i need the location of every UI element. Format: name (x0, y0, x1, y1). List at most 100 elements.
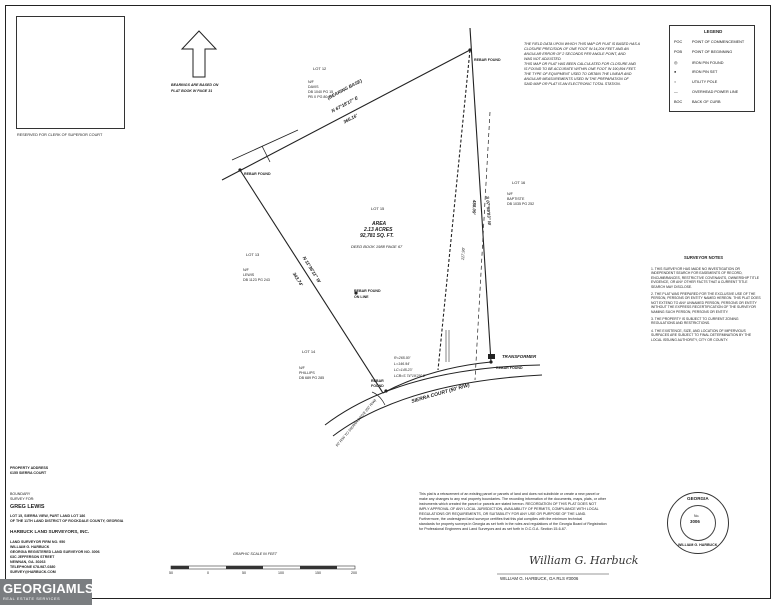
bearings-note-line1: BEARINGS ARE BASED ON (171, 83, 219, 87)
surveyor-line: LAND SURVEYOR FIRM NO. 950 (10, 540, 66, 544)
clerk-reserved-box (16, 16, 125, 129)
scale-tick: 50 (242, 571, 246, 575)
rebar-found-online-label-2: ON LINE (354, 295, 369, 299)
surveyor-notes: 1. THIS SURVEYOR HAS MADE NO INVESTIGATI… (651, 267, 761, 342)
south-curve-line (382, 361, 492, 394)
bearings-note-line2: PLAT BOOK W PAGE 31 (171, 89, 213, 93)
surveyor-line: 63C JEFFERSON STREET (10, 555, 55, 559)
lot16-label: LOT 16 (512, 180, 526, 185)
area-acres: 2.13 ACRES (364, 227, 393, 233)
surveyor-note: 3. THE PROPERTY IS SUBJECT TO CURRENT ZO… (651, 317, 739, 326)
lot12-line-a (231, 129, 299, 161)
surveyor-note: 4. THE EXISTENCE, SIZE, AND LOCATION OF … (651, 328, 752, 342)
scale-tick: 0 (207, 571, 209, 575)
rebar-bottom-left-label-2: FOUND (371, 384, 384, 388)
iron-pin-found-bottom-right-icon (489, 360, 493, 364)
logo-brand: GEORGIAMLS (3, 581, 94, 596)
east-distance-label: 488.09' (471, 199, 477, 215)
clerk-box-label: RESERVED FOR CLERK OF SUPERIOR COURT (17, 133, 103, 137)
rebar-found-left-label: REBAR FOUND (244, 172, 271, 176)
area-sqft: 92,781 SQ. FT. (360, 233, 394, 239)
seal-no: No. (694, 514, 700, 518)
boundary-desc-1: LOT 15, SIERRA VIEW, PART LAND LOT 186 (10, 514, 86, 518)
east-distance-2-label: 117.90' (460, 247, 466, 261)
lot12-label: LOT 12 (313, 66, 327, 71)
area-deed: DEED BOOK 1988 PAGE 67 (351, 244, 403, 249)
east-boundary-line (469, 27, 492, 363)
curve-lc: LC=145.23' (394, 368, 413, 372)
rebar-found-online-label-1: REBAR FOUND (354, 289, 381, 293)
surveyor-line: TELEPHONE 678-987-0380 (10, 565, 56, 569)
georgia-mls-logo: GEORGIAMLS REAL ESTATE SERVICES (0, 579, 94, 605)
scale-tick: 200 (351, 571, 357, 575)
iron-pin-found-online-icon (354, 291, 358, 295)
curve-lcb: LCB=S 74°19'29" E (394, 374, 426, 378)
surveyor-line: GEORGIA REGISTERED LAND SURVEYOR NO. 300… (10, 550, 100, 554)
seal-top: GEORGIA (687, 496, 709, 501)
surveyor-line: NEWNAN, GA. 30263 (10, 560, 46, 564)
legend-item: ●IRON PIN SET (674, 70, 718, 74)
transformer-icon (488, 354, 495, 359)
client-name: GREG LEWIS (10, 504, 45, 510)
seal-bottom: WILLIAM G. HARBUCK (678, 543, 718, 547)
surveyor-line: WILLIAM G. HARBUCK (10, 545, 50, 549)
legend-item: ○UTILITY POLE (674, 80, 718, 84)
surveyor-note: 1. THIS SURVEYOR HAS MADE NO INVESTIGATI… (651, 267, 760, 289)
transformer-label: TRANSFORMER (502, 354, 537, 359)
property-address-label: PROPERTY ADDRESS (10, 466, 49, 470)
seal-number: 3006 (690, 519, 700, 524)
building-setback-line (437, 49, 471, 371)
property-address: 6155 SIERRA COURT (10, 471, 47, 475)
scale-tick: 50 (169, 571, 173, 575)
lot15-label: LOT 15 (371, 206, 385, 211)
scale-label: GRAPHIC SCALE IN FEET (233, 552, 277, 556)
surveyor-note: 2. THE PLAT WAS PREPARED FOR THE EXCLUSI… (651, 292, 761, 314)
signature-name: WILLIAM G. HARBUCK, GA RLS #3006 (500, 576, 579, 581)
legend-item: —OVERHEAD POWER LINE (674, 90, 739, 94)
lot14-owner-2: DB 689 PG 285 (299, 376, 325, 380)
boundary-label-1: BOUNDARY (10, 492, 31, 496)
lot12-owner-0: N/F (308, 80, 314, 84)
curve-r: R=265.00' (394, 356, 411, 360)
road-edge-bottom (332, 374, 543, 437)
lot14-owner-1: PHILLIPS (299, 371, 315, 375)
north-arrow-icon (180, 30, 218, 78)
road-edge-top (324, 364, 541, 426)
east-bearing-label: S 07°59'03" W (485, 195, 493, 226)
west-boundary-line (239, 169, 384, 394)
lot16-owner-0: N/F (507, 192, 513, 196)
area-title: AREA (372, 221, 387, 227)
boundary-desc-2: OF THE 11TH LAND DISTRICT OF ROCKDALE CO… (10, 519, 124, 523)
lot13-label: LOT 13 (246, 252, 260, 257)
scale-tick: 150 (315, 571, 321, 575)
plat-frame (5, 5, 771, 599)
lot13-owner-0: N/F (243, 268, 249, 272)
curve-l: L=146.94' (394, 362, 410, 366)
signature: William G. Harbuck (529, 554, 639, 567)
lot14-owner-0: N/F (299, 366, 305, 370)
lot14-label: LOT 14 (302, 349, 316, 354)
surveyor-notes-title: SURVEYOR NOTES (684, 255, 724, 260)
iron-pin-found-bottom-left-icon (384, 389, 388, 393)
lot13-owner-2: DB 1123 PG 243 (243, 278, 270, 282)
iron-pin-found-top-icon (468, 48, 472, 52)
lot12-owner-3: PB X PG 80 (308, 95, 328, 99)
lot12-owner-1: DAVIS (308, 85, 319, 89)
lot13-owner-1: LEWIS (243, 273, 255, 277)
lot16-owner-2: DB 1035 PG 252 (507, 202, 535, 206)
logo-tagline: REAL ESTATE SERVICES (3, 597, 61, 601)
surveyor-line: SURVEY@HARBUCK.COM (10, 570, 56, 574)
rebar-found-top-label: REBAR FOUND (474, 58, 501, 62)
lot16-owner-1: BAPTISTE (507, 197, 525, 201)
legend-item: ◎IRON PIN FOUND (674, 60, 724, 66)
road-curb-arc (371, 391, 386, 406)
rebar-bottom-left-label-1: REBAR (371, 379, 384, 383)
iron-pin-found-left-icon (238, 168, 242, 172)
lot12-owner-2: DB 1040 PG 15 (308, 90, 334, 94)
scale-tick: 100 (278, 571, 284, 575)
